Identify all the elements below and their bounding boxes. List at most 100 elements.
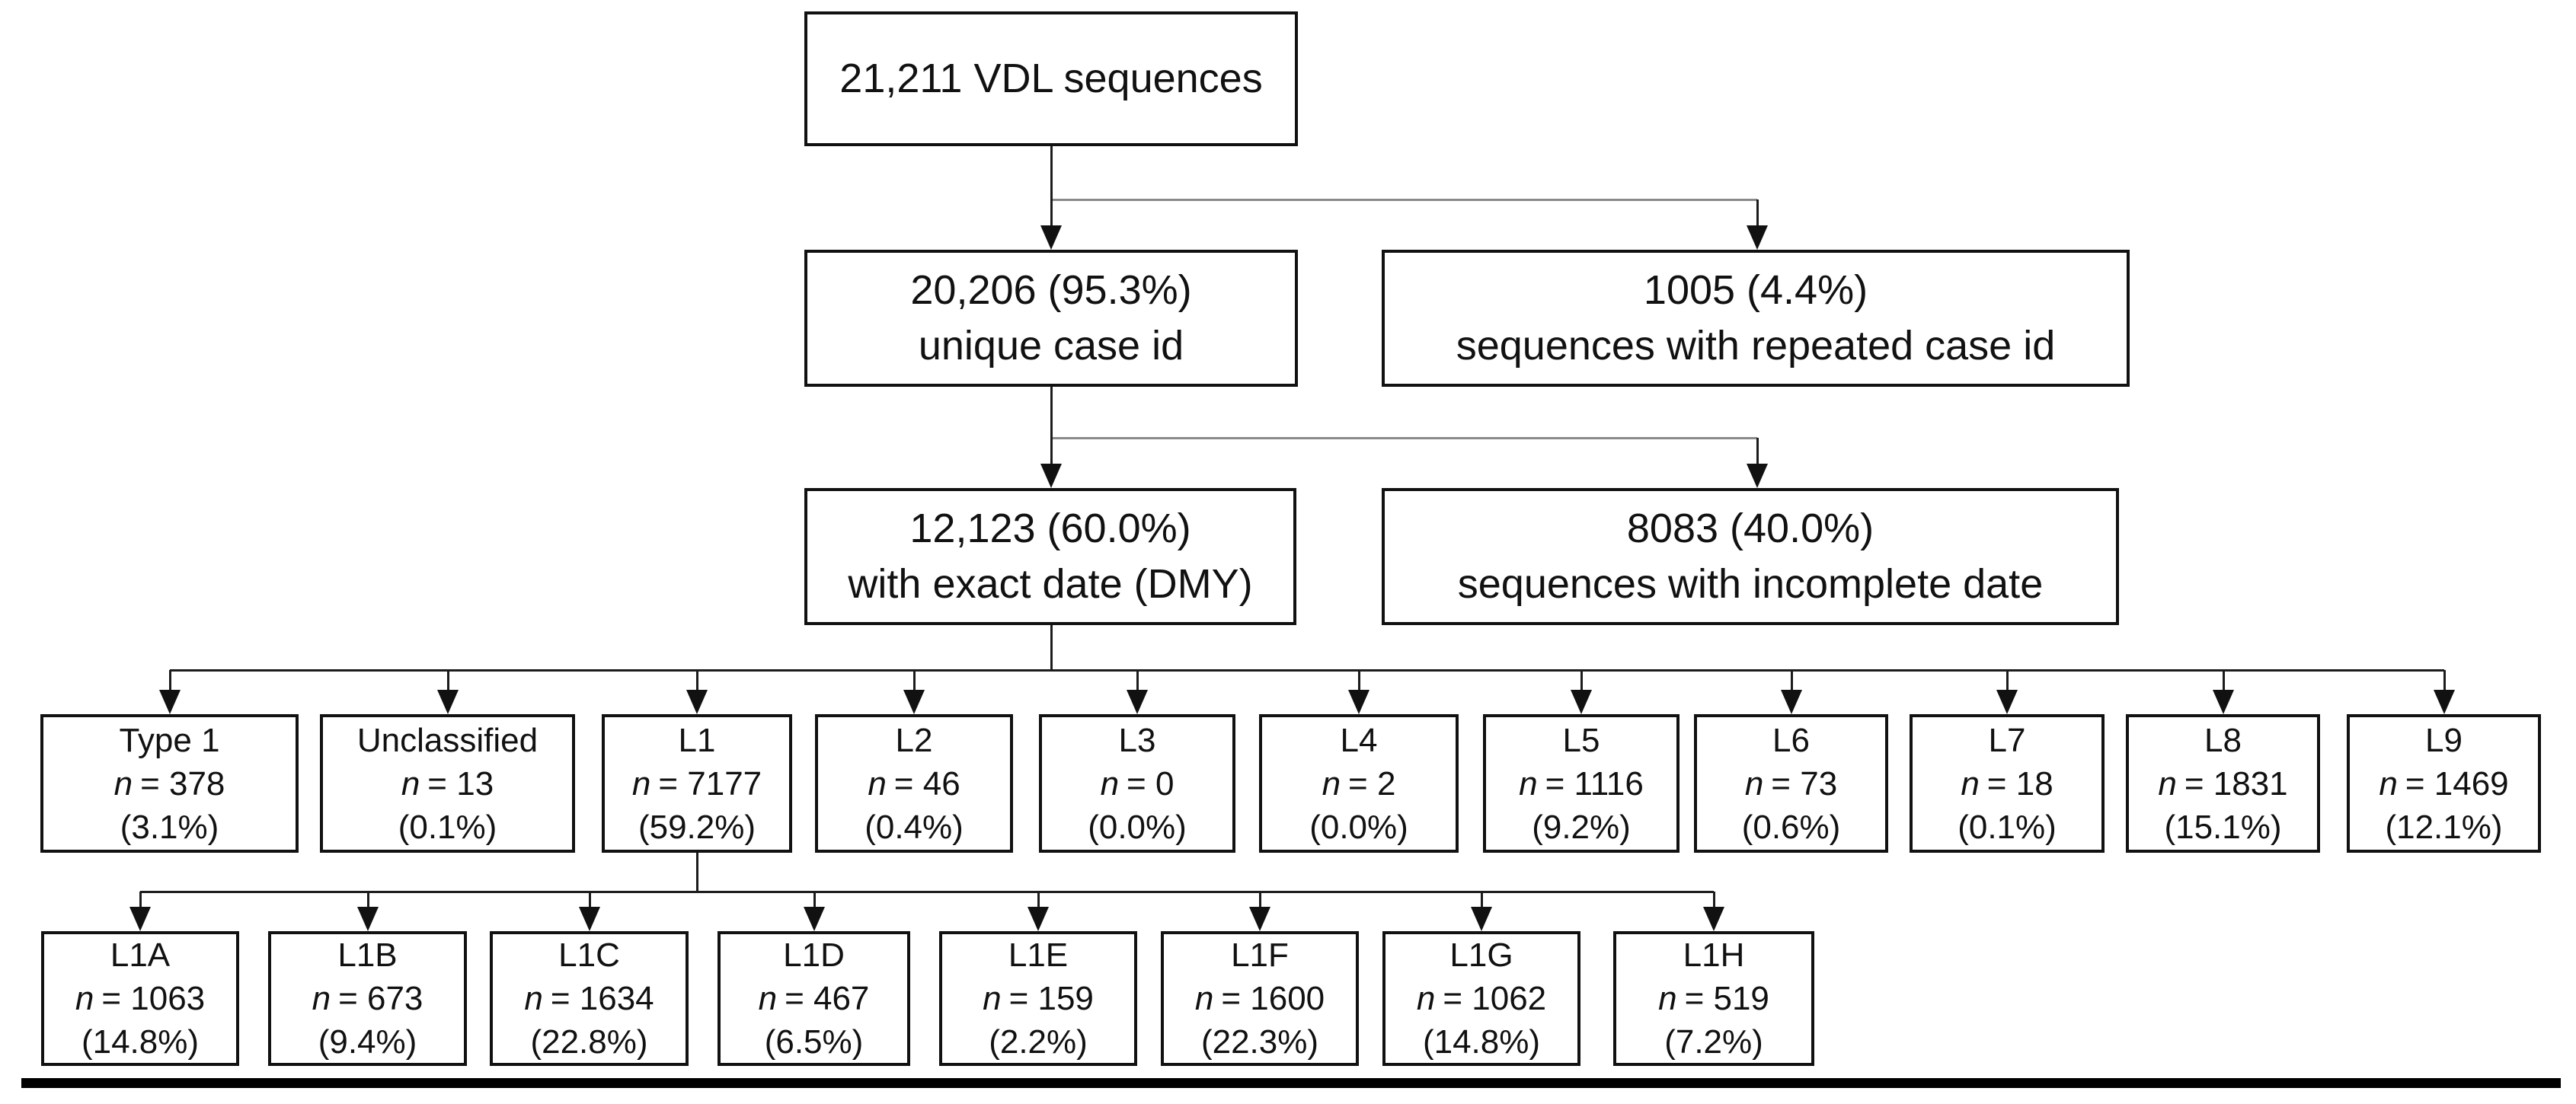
node-desc-line: sequences with incomplete date: [1457, 561, 2044, 607]
node-label: L5: [1562, 721, 1600, 759]
node-pct-line: (22.8%): [530, 1023, 648, 1061]
connector-vline: [447, 670, 449, 693]
node-desc-line: with exact date (DMY): [848, 561, 1253, 607]
connector-vline: [169, 670, 171, 693]
connector-vline: [1713, 892, 1715, 910]
connector-vline: [1050, 625, 1053, 671]
node-n-line: n= 673: [312, 980, 423, 1017]
node-exact-date: 12,123 (60.0%) with exact date (DMY): [804, 488, 1296, 625]
node-pct-line: (59.2%): [638, 808, 756, 846]
node-label: L3: [1118, 721, 1156, 759]
connector-hline: [170, 669, 2444, 672]
arrowhead-down-icon: [1249, 907, 1270, 931]
node-sublineage-l1d: L1D n= 467 (6.5%): [718, 931, 910, 1066]
arrowhead-down-icon: [1028, 907, 1049, 931]
node-pct-line: (3.1%): [120, 808, 219, 846]
node-n-line: n= 73: [1744, 764, 1838, 802]
node-pct-line: (0.6%): [1741, 808, 1841, 846]
node-pct-line: (9.2%): [1532, 808, 1631, 846]
arrowhead-down-icon: [1127, 690, 1148, 714]
node-label: L1G: [1449, 936, 1513, 974]
node-lineage-type1: Type 1 n= 378 (3.1%): [40, 714, 299, 853]
node-pct-line: (14.8%): [1422, 1023, 1541, 1061]
node-desc-line: unique case id: [918, 323, 1184, 369]
node-n-line: n= 159: [983, 980, 1094, 1017]
node-n-line: n= 519: [1658, 980, 1769, 1017]
connector-vline: [913, 670, 916, 693]
arrowhead-down-icon: [1781, 690, 1802, 714]
node-sublineage-l1f: L1F n= 1600 (22.3%): [1161, 931, 1359, 1066]
connector-hline: [1051, 437, 1757, 439]
arrowhead-down-icon: [129, 907, 151, 931]
connector-vline: [1050, 146, 1053, 228]
arrowhead-down-icon: [1996, 690, 2018, 714]
node-label: L1E: [1008, 936, 1069, 974]
node-label: L9: [2425, 721, 2463, 759]
node-sublineage-l1c: L1C n= 1634 (22.8%): [490, 931, 689, 1066]
node-pct-line: (0.0%): [1309, 808, 1408, 846]
node-desc-line: sequences with repeated case id: [1456, 323, 2056, 369]
connector-vline: [1756, 199, 1759, 228]
node-pct-line: (0.4%): [865, 808, 964, 846]
node-root-label: 21,211 VDL sequences: [839, 56, 1263, 101]
arrowhead-down-icon: [1471, 907, 1492, 931]
node-lineage-l3: L3 n= 0 (0.0%): [1039, 714, 1235, 853]
node-count-line: 1005 (4.4%): [1643, 267, 1868, 313]
node-sublineage-l1g: L1G n= 1062 (14.8%): [1382, 931, 1580, 1066]
node-n-line: n= 13: [401, 764, 494, 802]
node-n-line: n= 1469: [2379, 764, 2509, 802]
node-sublineage-l1b: L1B n= 673 (9.4%): [268, 931, 467, 1066]
node-lineage-l5: L5 n= 1116 (9.2%): [1483, 714, 1680, 853]
node-pct-line: (9.4%): [318, 1023, 417, 1061]
node-unique-case-id: 20,206 (95.3%) unique case id: [804, 250, 1298, 387]
node-label: Type 1: [119, 721, 220, 759]
node-pct-line: (14.8%): [81, 1023, 200, 1061]
connector-vline: [1756, 438, 1759, 467]
node-n-line: n= 1063: [75, 980, 206, 1017]
node-count-line: 12,123 (60.0%): [909, 506, 1191, 551]
node-lineage-l1: L1 n= 7177 (59.2%): [602, 714, 792, 853]
connector-vline: [1259, 892, 1261, 910]
connector-vline: [1481, 892, 1483, 910]
connector-vline: [1358, 670, 1360, 693]
node-pct-line: (15.1%): [2164, 808, 2282, 846]
node-n-line: n= 378: [113, 764, 225, 802]
arrowhead-down-icon: [1040, 464, 1062, 488]
node-label: L8: [2204, 721, 2242, 759]
figure-bottom-rule: [21, 1078, 2561, 1088]
arrowhead-down-icon: [2434, 690, 2455, 714]
connector-vline: [367, 892, 369, 910]
connector-vline: [589, 892, 591, 910]
node-n-line: n= 1634: [524, 980, 654, 1017]
arrowhead-down-icon: [1747, 464, 1768, 488]
node-n-line: n= 1062: [1416, 980, 1547, 1017]
node-sublineage-l1e: L1E n= 159 (2.2%): [939, 931, 1137, 1066]
node-label: L1: [678, 721, 716, 759]
connector-vline: [2443, 670, 2446, 693]
node-n-line: n= 2: [1322, 764, 1396, 802]
arrowhead-down-icon: [686, 690, 708, 714]
node-pct-line: (2.2%): [989, 1023, 1088, 1061]
node-lineage-l6: L6 n= 73 (0.6%): [1694, 714, 1888, 853]
node-label: L1A: [110, 936, 171, 974]
node-label: L6: [1772, 721, 1810, 759]
connector-hline: [140, 891, 1714, 893]
connector-vline: [696, 670, 698, 693]
node-incomplete-date: 8083 (40.0%) sequences with incomplete d…: [1382, 488, 2119, 625]
node-n-line: n= 467: [758, 980, 870, 1017]
arrowhead-down-icon: [437, 690, 459, 714]
connector-vline: [1037, 892, 1040, 910]
node-n-line: n= 18: [1961, 764, 2053, 802]
node-label: L4: [1340, 721, 1378, 759]
arrowhead-down-icon: [1348, 690, 1369, 714]
connector-vline: [1136, 670, 1139, 693]
node-count-line: 8083 (40.0%): [1626, 506, 1874, 551]
node-count-line: 20,206 (95.3%): [910, 267, 1192, 313]
node-sublineage-l1a: L1A n= 1063 (14.8%): [41, 931, 239, 1066]
arrowhead-down-icon: [804, 907, 825, 931]
node-n-line: n= 1831: [2158, 764, 2288, 802]
arrowhead-down-icon: [2213, 690, 2234, 714]
node-sublineage-l1h: L1H n= 519 (7.2%): [1613, 931, 1814, 1066]
node-pct-line: (12.1%): [2385, 808, 2503, 846]
node-n-line: n= 0: [1100, 764, 1175, 802]
